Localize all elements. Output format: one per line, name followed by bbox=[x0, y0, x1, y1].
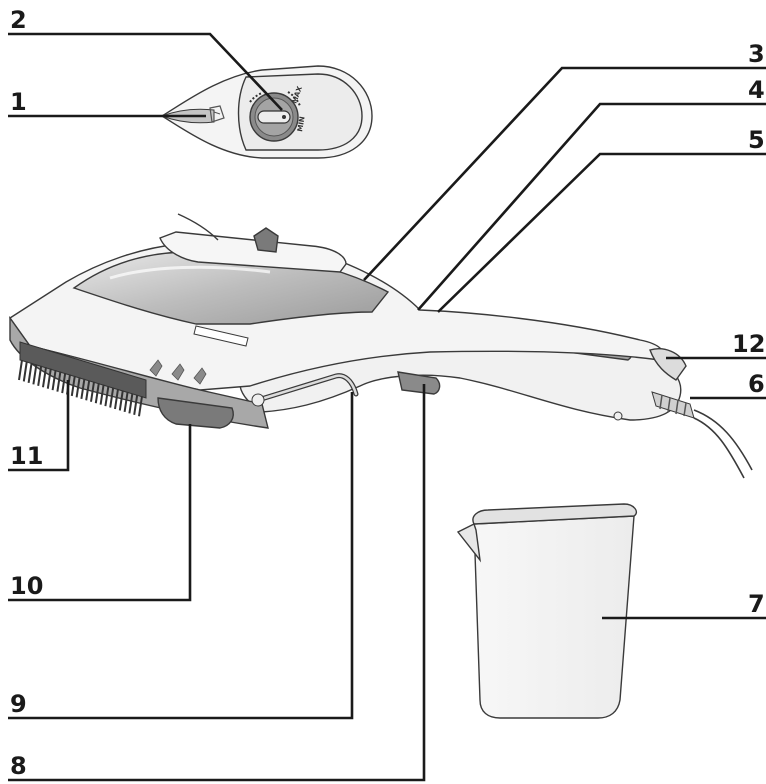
filler-cap-tab bbox=[253, 227, 279, 253]
leader-11 bbox=[8, 380, 70, 472]
measuring-jug bbox=[456, 503, 638, 719]
bristle bbox=[109, 387, 115, 408]
dial-marker bbox=[282, 115, 286, 119]
callout-labels: 1 2 3 4 5 12 6 7 11 10 9 8 bbox=[10, 6, 765, 780]
leader-2 bbox=[8, 32, 283, 111]
body-stripe bbox=[193, 325, 249, 347]
bristle bbox=[94, 383, 100, 404]
bristle bbox=[27, 362, 33, 384]
label-1: 1 bbox=[10, 88, 27, 116]
label-9: 9 bbox=[10, 690, 27, 718]
bristle bbox=[56, 371, 62, 392]
rear-button[interactable] bbox=[649, 348, 687, 381]
bristle bbox=[138, 396, 143, 417]
label-11: 11 bbox=[10, 442, 43, 470]
hinge-screw bbox=[251, 393, 265, 407]
bristle bbox=[46, 368, 52, 389]
label-10: 10 bbox=[10, 572, 43, 600]
label-7: 7 bbox=[748, 590, 765, 618]
label-4: 4 bbox=[748, 76, 765, 104]
label-12: 12 bbox=[732, 330, 765, 358]
leader-lines bbox=[8, 32, 766, 782]
jug-rim bbox=[472, 503, 638, 525]
dial-min-label: MIN bbox=[296, 116, 307, 133]
bristle bbox=[32, 364, 38, 385]
bristle bbox=[70, 375, 76, 397]
steam-slot-1 bbox=[149, 359, 163, 377]
bristle bbox=[22, 361, 28, 382]
label-5: 5 bbox=[748, 126, 765, 154]
leader-3 bbox=[363, 66, 766, 281]
water-drop-icon bbox=[209, 105, 225, 123]
bristle bbox=[51, 370, 57, 391]
label-3: 3 bbox=[748, 40, 765, 68]
leader-8 bbox=[8, 384, 426, 782]
steam-slot-2 bbox=[171, 363, 185, 381]
bristle bbox=[18, 359, 23, 381]
bristle bbox=[104, 385, 110, 407]
brush-bristles bbox=[18, 359, 143, 417]
bristle bbox=[99, 384, 105, 405]
front-accessory bbox=[157, 397, 234, 429]
bristle bbox=[42, 367, 47, 388]
bristle bbox=[118, 390, 124, 411]
label-2: 2 bbox=[10, 6, 27, 34]
steam-dial-knob[interactable] bbox=[257, 110, 291, 124]
hand-steamer bbox=[9, 213, 753, 479]
brush bbox=[18, 341, 147, 417]
bristle bbox=[128, 393, 134, 414]
control-panel: MAX MIN bbox=[160, 65, 373, 159]
steam-trigger[interactable] bbox=[397, 371, 441, 395]
filler-cap bbox=[159, 231, 347, 273]
bristle bbox=[123, 391, 129, 413]
power-cord bbox=[693, 409, 753, 479]
dial-scale bbox=[249, 91, 301, 107]
steam-slot-3 bbox=[193, 367, 207, 385]
tank-highlight bbox=[109, 265, 271, 280]
jug-body bbox=[473, 515, 635, 719]
cord-top bbox=[177, 213, 219, 241]
bristle bbox=[37, 365, 43, 386]
bristle bbox=[133, 394, 139, 415]
label-6: 6 bbox=[748, 370, 765, 398]
bristle bbox=[75, 377, 81, 398]
bristle bbox=[85, 380, 91, 401]
jug-spout bbox=[456, 523, 482, 563]
bristle bbox=[80, 378, 86, 399]
bristle bbox=[90, 381, 95, 402]
leader-5 bbox=[437, 152, 766, 313]
leader-9 bbox=[8, 392, 354, 720]
bristle bbox=[114, 388, 119, 410]
bristle bbox=[61, 372, 67, 394]
leader-10 bbox=[8, 424, 192, 602]
leader-4 bbox=[417, 102, 766, 311]
label-8: 8 bbox=[10, 752, 27, 780]
rear-screw bbox=[613, 411, 623, 421]
